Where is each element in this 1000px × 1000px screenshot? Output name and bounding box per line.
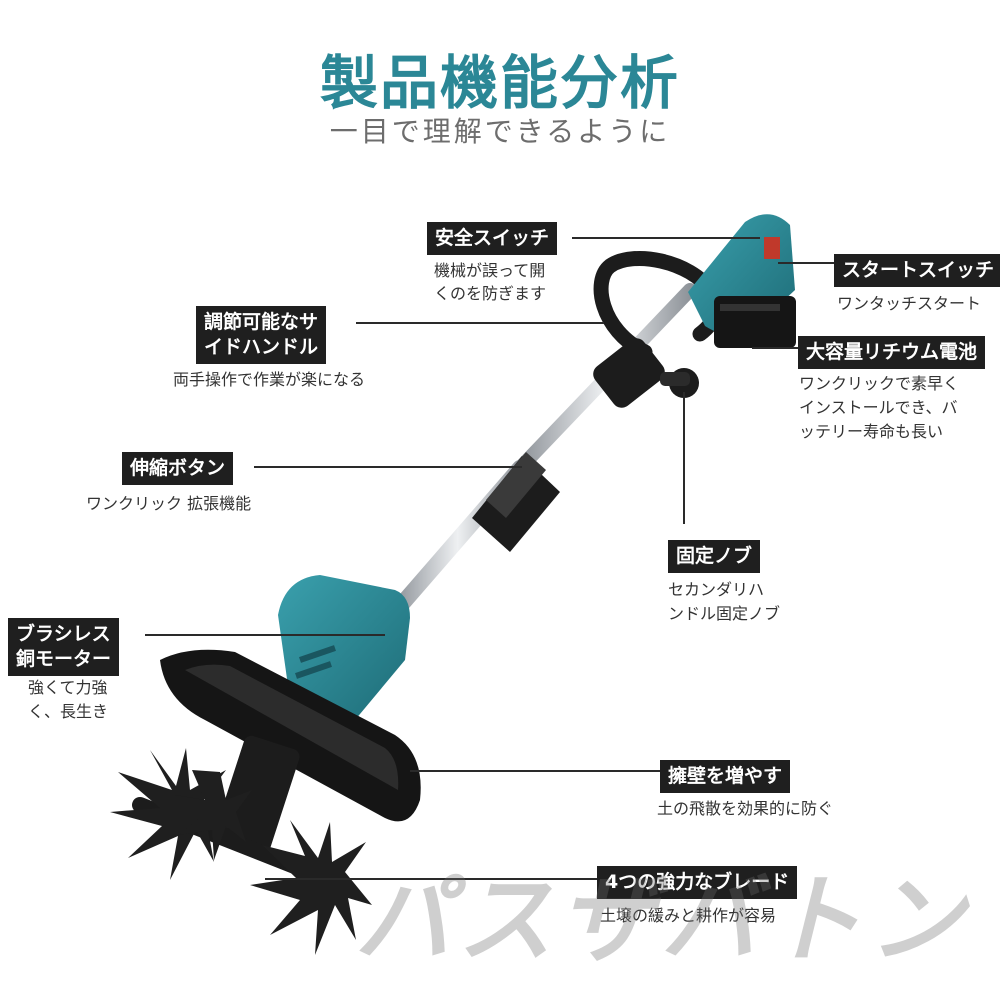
fixing-knob-label: 固定ノブ [668,540,761,573]
fixing-knob-desc-2: ンドル固定ノブ [668,604,781,623]
safety-switch-desc-1: 機械が誤って開 [434,261,546,280]
blades-label: 4つの強力なブレード [597,866,798,899]
side-handle-desc: 両手操作で作業が楽になる [173,370,366,389]
brushless-motor-desc-1: 強くて力強 [28,678,108,697]
fixing-knob [660,368,699,398]
dirt-guard [160,649,421,822]
start-switch-label: スタートスイッチ [834,254,1000,287]
battery-leader-line [752,347,798,349]
battery-desc-1: ワンクリックで素早く [799,374,960,393]
telescopic-button-leader-line [254,466,522,468]
start-switch-leader-line [778,262,834,264]
blades-desc: 土壌の緩みと耕作が容易 [600,906,777,925]
brushless-motor-label-line-1: ブラシレス [16,623,111,645]
battery-label: 大容量リチウム電池 [798,336,986,369]
start-switch-desc: ワンタッチスタート [837,294,982,313]
telescopic-button-label: 伸縮ボタン [122,452,234,485]
watermark: パスザバトン [355,864,970,976]
side-handle-leader-line [356,322,604,324]
safety-switch-label: 安全スイッチ [427,222,558,255]
battery-desc-2: インストールでき、バ [799,398,958,417]
side-handle-label-line-2: イドハンドル [204,336,319,358]
telescopic-collar [472,452,560,552]
side-handle-label-line-1: 調節可能なサ [204,311,319,333]
retaining-wall-label: 擁壁を増やす [660,760,791,793]
safety-switch-leader-line [572,237,760,239]
side-handle-label: 調節可能なサ イドハンドル [196,306,327,364]
brushless-motor-desc-2: く、長生き [28,702,109,721]
blades-leader-line [265,878,597,880]
telescopic-button-desc: ワンクリック 拡張機能 [86,494,252,513]
retaining-wall-desc: 土の飛散を効果的に防ぐ [657,799,834,818]
fixing-knob-desc-1: セカンダリハ [668,580,765,599]
page-title: 製品機能分析 [319,49,680,117]
fixing-knob-leader-line [683,392,685,524]
page-subtitle: 一目で理解できるように [329,115,671,148]
brushless-motor-label: ブラシレス 銅モーター [8,618,120,676]
brushless-motor-label-line-2: 銅モーター [16,648,112,670]
safety-switch-desc-2: くのを防ぎます [434,284,547,303]
brushless-motor-leader-line [145,634,385,636]
tiller-blades [110,748,372,955]
battery-pack [714,296,796,348]
telescopic-shaft [387,283,697,620]
retaining-wall-leader-line [410,770,660,772]
battery-desc-3: ッテリー寿命も長い [799,422,944,441]
